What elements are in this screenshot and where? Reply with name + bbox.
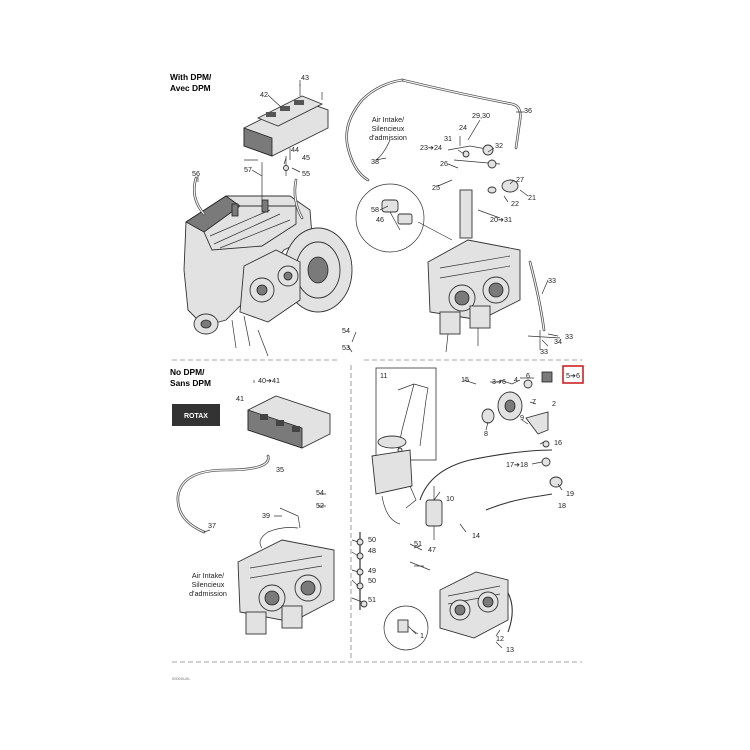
callout-45: 45 bbox=[302, 153, 310, 162]
callout-53: 53 bbox=[342, 343, 350, 352]
callout-9: 9 bbox=[520, 413, 524, 422]
callout-56: 56 bbox=[192, 169, 200, 178]
callout-38: 38 bbox=[371, 157, 379, 166]
callout-26: 26 bbox=[440, 159, 448, 168]
callout-16: 16 bbox=[554, 438, 562, 447]
section-dividers bbox=[172, 359, 582, 663]
callout-55: 55 bbox=[302, 169, 310, 178]
callout-41: 41 bbox=[236, 394, 244, 403]
callout-48: 48 bbox=[368, 546, 376, 555]
callout-33-a: 33 bbox=[548, 276, 556, 285]
callout-34: 34 bbox=[554, 337, 562, 346]
footer-code: 00000U0L bbox=[172, 676, 191, 681]
throttle-parts bbox=[481, 371, 563, 488]
svg-text:Air Intake/: Air Intake/ bbox=[372, 115, 404, 124]
callout-33-b: 33 bbox=[565, 332, 573, 341]
callout-18: 18 bbox=[558, 501, 566, 510]
air-intake-note-top: Air Intake/ Silencieux d'admission bbox=[369, 115, 407, 142]
callout-13: 13 bbox=[506, 645, 514, 654]
air-silencer bbox=[371, 435, 417, 525]
callout-50-b: 50 bbox=[368, 576, 376, 585]
callout-23-24: 23➔24 bbox=[420, 143, 442, 152]
carburetor-assembly-top bbox=[427, 144, 561, 353]
bottom-air-hose bbox=[176, 454, 301, 549]
callout-10: 10 bbox=[446, 494, 454, 503]
dpm-module bbox=[243, 84, 329, 182]
callout-58: 58 bbox=[371, 205, 379, 214]
callout-2: 2 bbox=[552, 399, 556, 408]
callout-57: 57 bbox=[244, 165, 252, 174]
callout-11: 11 bbox=[380, 371, 387, 380]
callout-14: 14 bbox=[472, 531, 480, 540]
section-title-with-dpm: With DPM/ Avec DPM bbox=[170, 72, 212, 93]
callout-50-a: 50 bbox=[368, 535, 376, 544]
callout-47: 47 bbox=[428, 545, 436, 554]
callout-42: 42 bbox=[260, 90, 268, 99]
callout-39: 39 bbox=[262, 511, 270, 520]
callout-24: 24 bbox=[459, 123, 467, 132]
fuel-fittings bbox=[356, 532, 431, 610]
svg-text:With DPM/: With DPM/ bbox=[170, 72, 212, 82]
callout-15: 15 bbox=[461, 375, 469, 384]
section-title-no-dpm: No DPM/ Sans DPM bbox=[170, 367, 211, 388]
callout-4: 4 bbox=[514, 375, 518, 384]
callout-54-b: 54 bbox=[316, 488, 324, 497]
callout-33-c: 33 bbox=[540, 347, 548, 356]
callout-22: 22 bbox=[511, 199, 519, 208]
callout-19: 19 bbox=[566, 489, 574, 498]
svg-text:d'admission: d'admission bbox=[369, 133, 407, 142]
fuel-filter bbox=[425, 486, 443, 540]
carburetor-assembly-bottom-left bbox=[237, 539, 335, 635]
callout-21: 21 bbox=[528, 193, 536, 202]
callout-54-a: 54 bbox=[342, 326, 350, 335]
callout-51-a: 51 bbox=[414, 539, 422, 548]
air-intake-note-bottom: Air Intake/ Silencieux d'admission bbox=[189, 571, 227, 598]
callout-46: 46 bbox=[376, 215, 384, 224]
decal-module: ROTAX bbox=[172, 395, 331, 449]
callout-3-6: 3➔6 bbox=[492, 377, 506, 386]
callout-17-18: 17➔18 bbox=[506, 460, 528, 469]
callout-6: 6 bbox=[526, 371, 530, 380]
leader-lines bbox=[197, 80, 563, 649]
callout-25: 25 bbox=[432, 183, 440, 192]
callout-1: 1 bbox=[420, 631, 424, 640]
callout-36: 36 bbox=[524, 106, 532, 115]
callout-29-30: 29,30 bbox=[472, 111, 490, 120]
callout-51-b: 51 bbox=[368, 595, 376, 604]
svg-text:Air Intake/: Air Intake/ bbox=[192, 571, 224, 580]
callout-labels: 43 42 44 45 57 55 56 36 29,30 24 31 23➔2… bbox=[192, 73, 584, 654]
callout-27: 27 bbox=[516, 175, 524, 184]
svg-text:Sans DPM: Sans DPM bbox=[170, 378, 211, 388]
callout-20-31: 20➔31 bbox=[490, 215, 512, 224]
callout-44: 44 bbox=[291, 145, 299, 154]
svg-text:No DPM/: No DPM/ bbox=[170, 367, 205, 377]
callout-52: 52 bbox=[316, 501, 324, 510]
callout-43: 43 bbox=[301, 73, 309, 82]
callout-12: 12 bbox=[496, 634, 504, 643]
callout-32: 32 bbox=[495, 141, 503, 150]
callout-31: 31 bbox=[444, 134, 452, 143]
svg-text:d'admission: d'admission bbox=[189, 589, 227, 598]
callout-35: 35 bbox=[276, 465, 284, 474]
svg-text:Avec DPM: Avec DPM bbox=[170, 83, 211, 93]
top-air-hose bbox=[345, 78, 522, 182]
svg-text:Silencieux: Silencieux bbox=[372, 124, 405, 133]
callout-37: 37 bbox=[208, 521, 216, 530]
callout-49: 49 bbox=[368, 566, 376, 575]
callout-8: 8 bbox=[484, 429, 488, 438]
highlight-box bbox=[562, 365, 584, 384]
svg-text:ROTAX: ROTAX bbox=[184, 413, 208, 420]
carburetor-assembly-bottom-right bbox=[439, 571, 509, 639]
callout-5-6: 5➔6 bbox=[566, 371, 580, 380]
engine-assembly bbox=[183, 159, 353, 357]
callout-7: 7 bbox=[532, 397, 536, 406]
detail-circle-top bbox=[355, 183, 453, 253]
callout-40-41: 40➔41 bbox=[258, 376, 280, 385]
svg-text:Silencieux: Silencieux bbox=[192, 580, 225, 589]
detail-circle-bottom bbox=[383, 605, 429, 651]
